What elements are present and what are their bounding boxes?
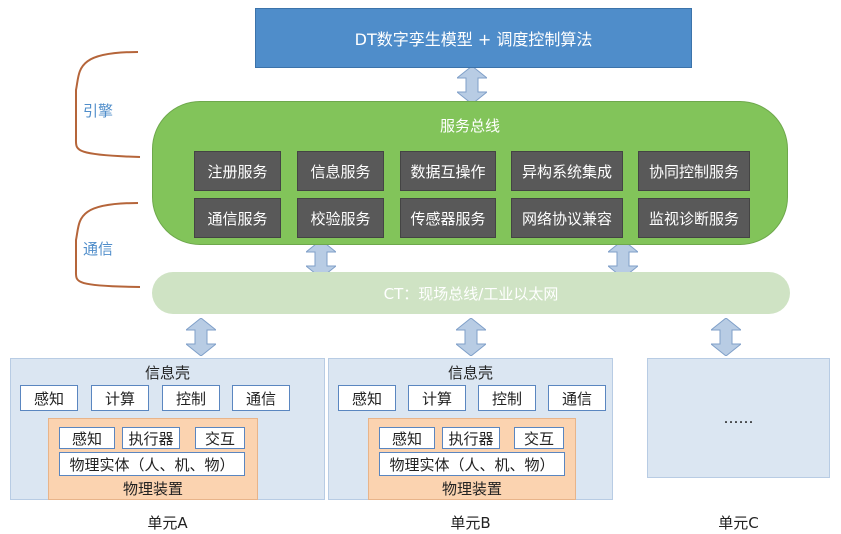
unit-c-ellipsis: ……: [723, 409, 754, 427]
service-cell: 监视诊断服务: [638, 198, 750, 238]
unit-a-shell-cell: 控制: [162, 385, 220, 411]
unit-c-shell: ……: [647, 358, 830, 478]
unit-b-entity: 物理实体（人、机、物）: [379, 452, 565, 476]
unit-b-shell-cell: 通信: [548, 385, 606, 411]
unit-a-device-cell: 交互: [195, 427, 245, 449]
arrow-ct-to-unit-c: [711, 318, 741, 356]
service-cell: 信息服务: [297, 151, 384, 191]
unit-b-device-cell: 执行器: [442, 427, 500, 449]
unit-b-shell-cell: 感知: [338, 385, 396, 411]
unit-a-entity: 物理实体（人、机、物）: [59, 452, 245, 476]
comm-label: 通信: [83, 240, 114, 258]
ct-fieldbus-bar: CT：现场总线/工业以太网: [152, 272, 790, 314]
brace-comm: [74, 202, 141, 288]
unit-b-device-label: 物理装置: [441, 479, 502, 498]
service-cell: 网络协议兼容: [511, 198, 623, 238]
service-cell: 校验服务: [297, 198, 384, 238]
service-cell: 异构系统集成: [511, 151, 623, 191]
unit-a-shell-cell: 计算: [91, 385, 149, 411]
unit-b-shell-cell: 控制: [478, 385, 536, 411]
arrow-ct-to-unit-a: [186, 318, 216, 356]
unit-b-caption: 单元B: [450, 513, 491, 532]
arrow-ct-to-unit-b: [456, 318, 486, 356]
unit-a-device-label: 物理装置: [122, 479, 183, 498]
dt-model-box: DT数字孪生模型 + 调度控制算法: [255, 8, 692, 68]
service-cell: 数据互操作: [400, 151, 496, 191]
service-cell: 传感器服务: [400, 198, 496, 238]
arrow-top-to-bus: [457, 66, 487, 104]
unit-a-shell-title: 信息壳: [144, 363, 190, 382]
unit-c-caption: 单元C: [718, 513, 759, 532]
unit-a-caption: 单元A: [147, 513, 188, 532]
unit-a-device-cell: 执行器: [122, 427, 180, 449]
unit-a-shell-cell: 通信: [232, 385, 290, 411]
engine-label: 引擎: [83, 102, 114, 120]
service-bus-title: 服务总线: [439, 116, 500, 135]
unit-b-shell-title: 信息壳: [447, 363, 493, 382]
unit-b-shell-cell: 计算: [408, 385, 466, 411]
service-cell: 注册服务: [194, 151, 281, 191]
brace-engine: [74, 51, 141, 158]
service-cell: 通信服务: [194, 198, 281, 238]
unit-b-device-cell: 感知: [379, 427, 435, 449]
unit-a-device-cell: 感知: [59, 427, 115, 449]
dt-model-label: DT数字孪生模型 + 调度控制算法: [354, 30, 593, 49]
service-cell: 协同控制服务: [638, 151, 750, 191]
unit-b-device-cell: 交互: [514, 427, 564, 449]
unit-a-shell-cell: 感知: [20, 385, 78, 411]
